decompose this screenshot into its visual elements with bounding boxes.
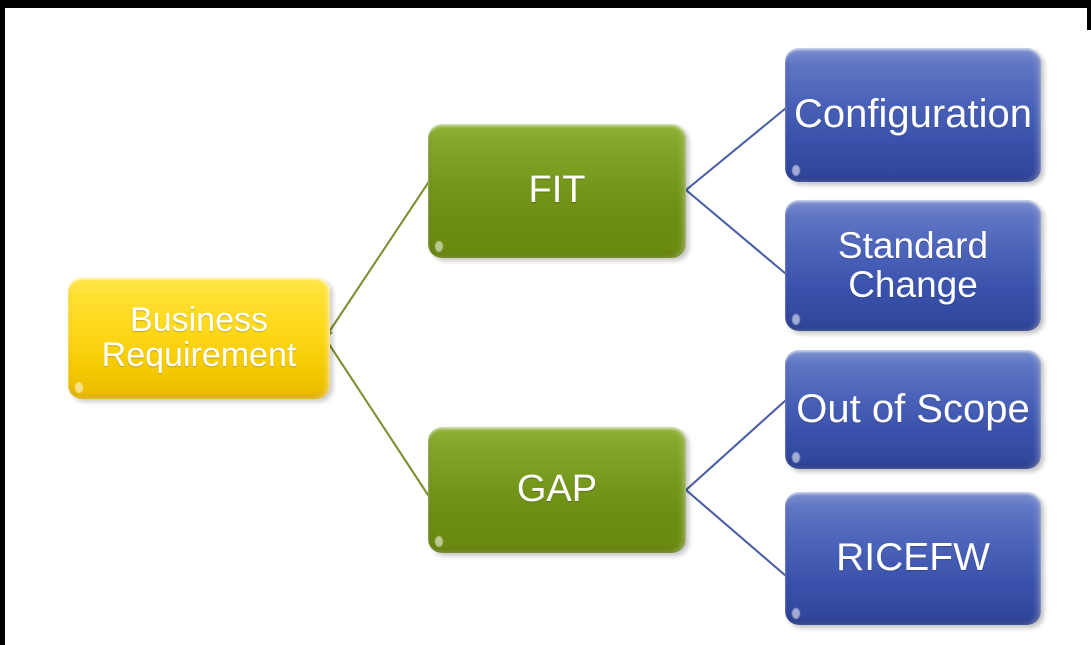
connector-fit-to-standard-change [685,189,787,275]
node-configuration[interactable]: Configuration [785,48,1041,182]
node-out-of-scope[interactable]: Out of Scope [785,350,1041,469]
frame-border-right [1087,0,1091,30]
node-fit[interactable]: FIT [428,124,686,258]
node-gap-label: GAP [516,468,598,511]
node-fit-label: FIT [528,169,586,212]
node-standard-change[interactable]: Standard Change [785,200,1041,331]
node-business-requirement[interactable]: Business Requirement [68,277,330,399]
connector-root-to-fit [324,179,431,339]
connector-gap-to-ricefw [685,489,787,577]
frame-border-top [0,0,1091,8]
node-standard-change-label: Standard Change [837,225,989,305]
node-configuration-label: Configuration [794,92,1032,137]
node-out-of-scope-label: Out of Scope [796,386,1030,431]
node-gap[interactable]: GAP [428,427,686,553]
connector-fit-to-configuration [685,107,787,191]
connector-gap-to-out-of-scope [685,399,787,491]
node-business-requirement-label: Business Requirement [101,300,297,374]
connector-root-to-gap [324,337,431,499]
node-ricefw-label: RICEFW [836,536,990,580]
node-ricefw[interactable]: RICEFW [785,492,1041,625]
frame-border-left [0,0,5,645]
